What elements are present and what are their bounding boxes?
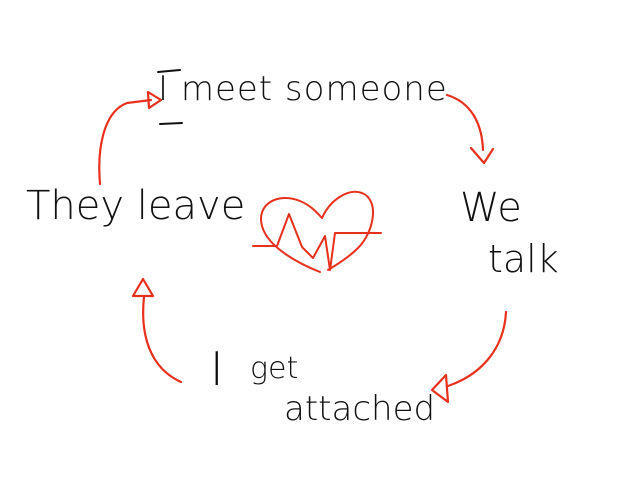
arrow-left-to-top bbox=[98, 90, 163, 186]
node-i-get-attached-line2: attached bbox=[284, 389, 436, 429]
arrow-right-to-bottom bbox=[430, 310, 508, 404]
node-i-get-attached-get: get bbox=[250, 351, 299, 386]
arrow-top-to-right bbox=[445, 93, 495, 165]
top-i-serifs bbox=[157, 69, 183, 125]
node-i-get-attached-i: I bbox=[210, 342, 224, 396]
node-we-talk-line1: We bbox=[460, 185, 522, 231]
node-i-meet-someone: I meet someone bbox=[158, 69, 448, 109]
node-they-leave: They leave bbox=[26, 183, 246, 229]
arrow-bottom-to-left bbox=[131, 277, 183, 384]
heart-with-heartbeat-icon bbox=[252, 190, 382, 273]
node-we-talk-line2: talk bbox=[488, 237, 559, 281]
